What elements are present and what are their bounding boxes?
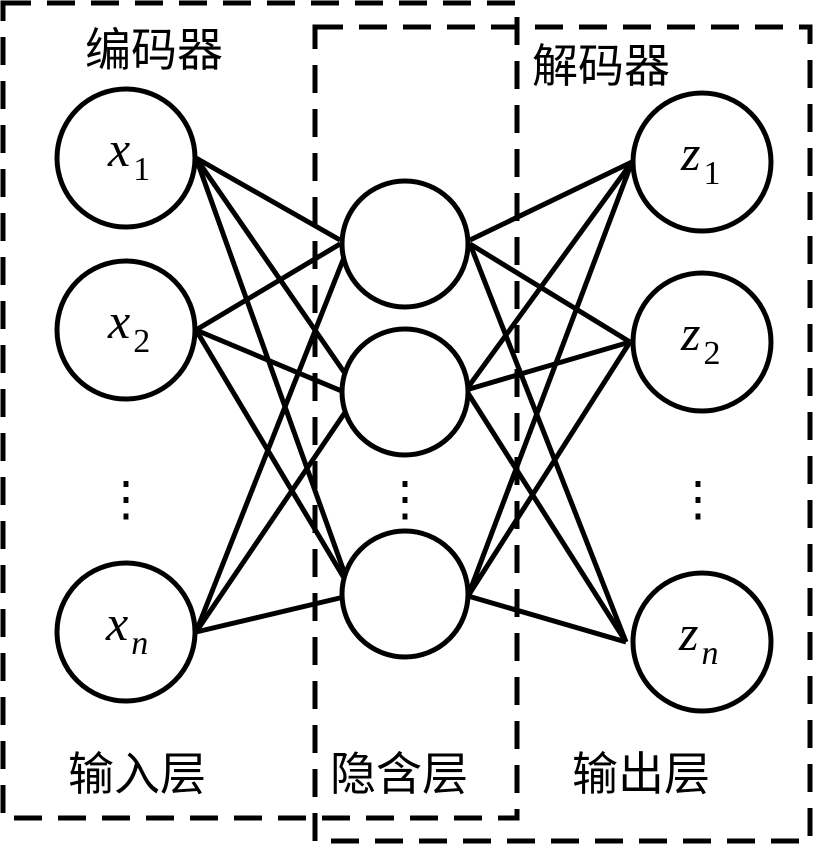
edge-x1-hn [193, 157, 355, 595]
encoder-label: 编码器 [85, 23, 223, 77]
output-layer-nodes [630, 90, 774, 714]
hidden-layer-nodes [339, 178, 471, 660]
edge-h2-z2 [465, 339, 631, 393]
hidden-node-n [339, 528, 471, 660]
hidden-node-1 [339, 178, 471, 310]
edge-xn-h1 [193, 254, 348, 633]
hidden-node-2 [339, 326, 471, 458]
edge-h1-z2 [468, 241, 632, 345]
output-node-2 [630, 270, 774, 414]
edge-x2-hn [193, 328, 353, 590]
input-node-n-label: xn [105, 595, 148, 662]
input-layer-label: 输入层 [68, 747, 206, 801]
edge-hn-z1 [465, 161, 635, 597]
encoder-box [0, 0, 520, 821]
input-node-2-label: x2 [107, 293, 150, 360]
hidden-layer-label: 隐含层 [330, 747, 468, 801]
output-node-n-label: zn [678, 605, 718, 672]
output-node-1 [630, 90, 774, 234]
input-node-2 [54, 258, 198, 402]
edge-hn-z2 [465, 340, 633, 598]
hidden-ellipsis: ⋮ [381, 473, 429, 526]
output-node-2-label: z2 [680, 305, 720, 372]
decoder-box [312, 24, 813, 844]
edge-h1-zn [467, 243, 629, 643]
edge-xn-hn [195, 594, 345, 635]
input-node-1-label: x1 [107, 121, 150, 188]
edge-h2-zn [463, 388, 629, 644]
input-node-n [54, 560, 198, 704]
edge-h2-z1 [463, 160, 635, 392]
edge-h1-z1 [468, 159, 634, 243]
decoder-label: 解码器 [532, 39, 670, 93]
output-node-n [630, 570, 774, 714]
edge-x1-h2 [193, 156, 347, 374]
input-ellipsis: ⋮ [102, 473, 150, 526]
output-ellipsis: ⋮ [674, 473, 722, 526]
edge-x2-h2 [195, 327, 345, 395]
input-node-1 [54, 86, 198, 230]
encoder-edges [193, 155, 355, 635]
decoder-edges [463, 159, 635, 645]
input-layer-nodes [54, 86, 198, 704]
edge-hn-zn [467, 593, 627, 645]
edge-xn-h2 [193, 406, 351, 634]
edge-x1-h1 [194, 155, 342, 243]
output-layer-label: 输出层 [572, 747, 710, 801]
output-node-1-label: z1 [680, 125, 720, 192]
edge-x2-h1 [194, 241, 342, 333]
